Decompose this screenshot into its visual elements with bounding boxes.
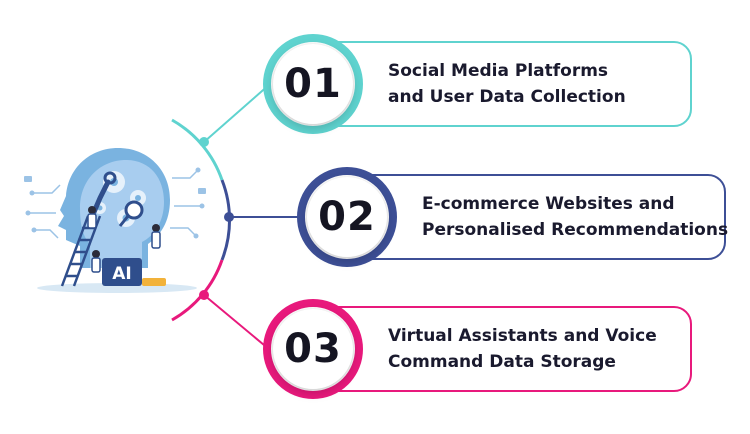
step-card-03: Virtual Assistants and Voice Command Dat…: [304, 306, 692, 392]
ai-label: AI: [112, 264, 131, 284]
connector-dot-02: [224, 212, 234, 222]
connector-dot-03: [199, 290, 209, 300]
step-card-01: Social Media Platforms and User Data Col…: [304, 41, 692, 127]
connector-line-03: [203, 294, 271, 351]
connector-dot-01: [199, 137, 209, 147]
step-02-line1: E-commerce Websites and: [422, 194, 675, 214]
step-number-01: 01: [284, 61, 342, 107]
step-card-02: E-commerce Websites and Personalised Rec…: [338, 174, 728, 260]
step-badge-01: 01: [263, 34, 363, 134]
ai-head-icon: AI: [24, 148, 206, 293]
step-text-03: Virtual Assistants and Voice Command Dat…: [388, 323, 657, 375]
step-02-line2: Personalised Recommendations: [422, 220, 729, 240]
step-number-02: 02: [318, 194, 376, 240]
step-text-01: Social Media Platforms and User Data Col…: [388, 58, 626, 110]
connector-line-01: [203, 83, 271, 143]
step-badge-02: 02: [297, 167, 397, 267]
step-01-line2: and User Data Collection: [388, 87, 626, 107]
step-03-line2: Command Data Storage: [388, 352, 616, 372]
step-03-line1: Virtual Assistants and Voice: [388, 326, 657, 346]
step-number-03: 03: [284, 326, 342, 372]
step-badge-03: 03: [263, 299, 363, 399]
step-01-line1: Social Media Platforms: [388, 61, 609, 81]
step-text-02: E-commerce Websites and Personalised Rec…: [422, 191, 728, 243]
